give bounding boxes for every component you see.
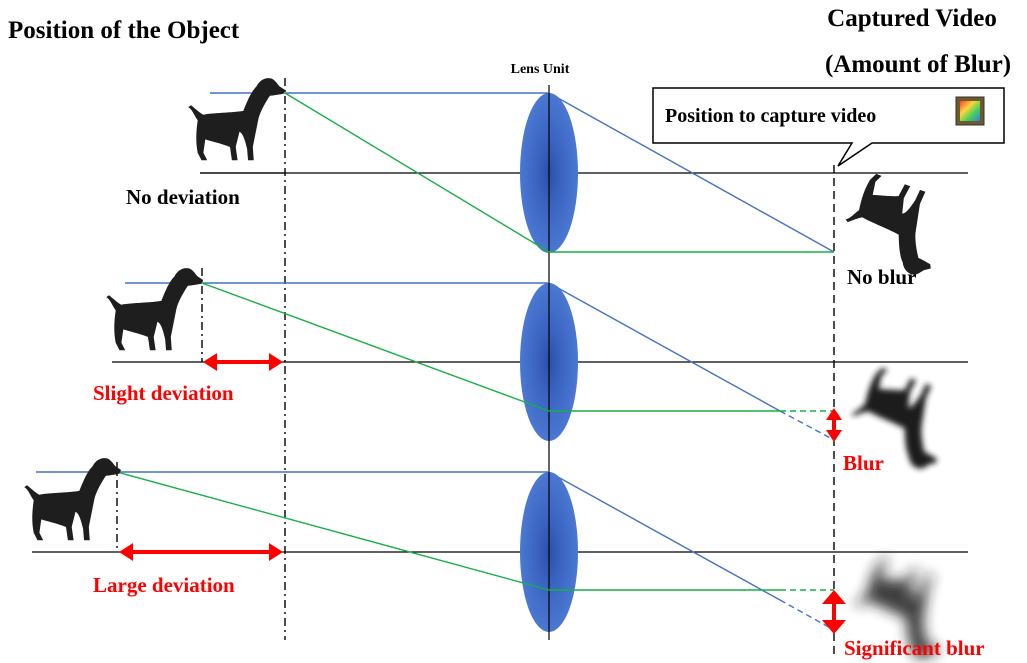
blur-label-1: No blur: [847, 265, 916, 289]
image-sensor-icon: [955, 96, 985, 126]
deviation-label-2: Slight deviation: [93, 381, 234, 405]
row-slight-deviation: Slight deviation Blur: [93, 268, 968, 475]
dog-silhouette-icon: [188, 78, 286, 161]
row-no-deviation: No deviation No blur: [126, 78, 968, 289]
ray-blue-refracted-3: [548, 471, 781, 601]
ray-blue-refracted-2: [548, 282, 781, 412]
row-large-deviation: Large deviation Significant blur: [24, 458, 985, 663]
right-title-line1: Captured Video: [827, 5, 997, 32]
dog-silhouette-icon: [106, 268, 204, 351]
left-title: Position of the Object: [8, 17, 240, 44]
dog-silhouette-icon: [24, 458, 122, 541]
double-arrow-icon: [826, 408, 842, 442]
ray-blue-refracted-1: [548, 92, 835, 253]
right-title-line2: (Amount of Blur): [825, 51, 1011, 78]
double-arrow-icon: [119, 543, 283, 561]
callout-text: Position to capture video: [665, 105, 876, 127]
ray-green-3: [116, 471, 550, 591]
double-arrow-icon: [822, 590, 846, 634]
deviation-label-1: No deviation: [126, 185, 240, 209]
blur-label-3: Significant blur: [844, 636, 985, 660]
blur-label-2: Blur: [843, 451, 884, 475]
inverted-dog-image-icon: [836, 169, 955, 279]
double-arrow-icon: [203, 353, 283, 371]
deviation-label-3: Large deviation: [93, 573, 235, 597]
capture-position-callout: Position to capture video: [652, 87, 1005, 167]
lens-unit-label: Lens Unit: [511, 62, 570, 77]
ray-green-2: [201, 282, 550, 412]
ray-green-1: [284, 92, 550, 253]
